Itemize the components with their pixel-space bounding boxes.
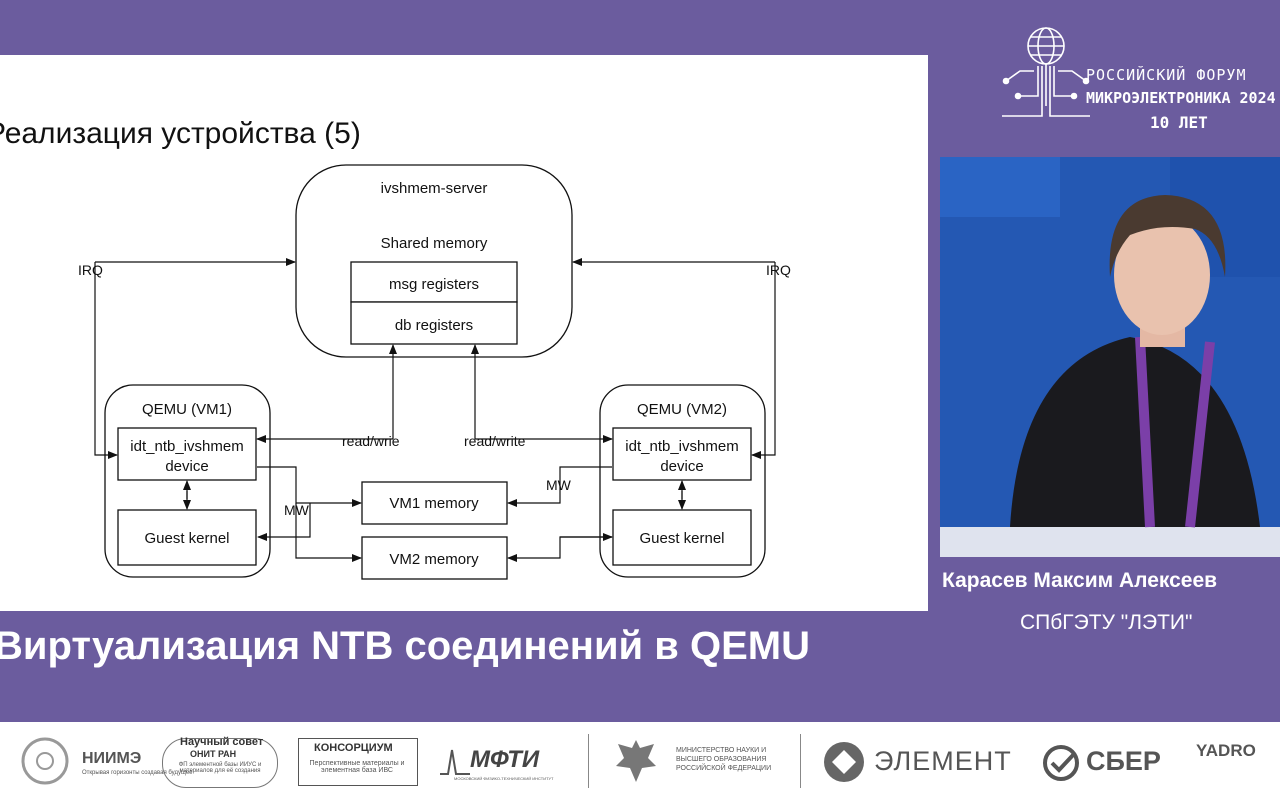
forum-line1: РОССИЙСКИЙ ФОРУМ — [1086, 66, 1247, 84]
db-registers-label: db registers — [395, 317, 473, 334]
mipt-wave-icon — [440, 749, 470, 775]
ministry-name: МИНИСТЕРСТВО НАУКИ И ВЫСШЕГО ОБРАЗОВАНИЯ… — [676, 747, 772, 772]
server-label: ivshmem-server — [381, 180, 488, 197]
mipt-name: МФТИ — [470, 746, 540, 773]
mw-right-arrow — [507, 466, 612, 507]
speaker-illustration — [940, 157, 1280, 557]
consortium-title: КОНСОРЦИУМ — [314, 742, 393, 754]
forum-line3: 10 ЛЕТ — [1150, 113, 1208, 132]
element-name: ЭЛЕМЕНТ — [874, 746, 1012, 776]
footer-divider-2 — [800, 734, 801, 788]
mipt-subtitle: МОСКОВСКИЙ ФИЗИКО-ТЕХНИЧЕСКИЙ ИНСТИТУТ — [454, 776, 554, 781]
msg-registers-label: msg registers — [389, 276, 479, 293]
vm2-guest-kernel-label: Guest kernel — [639, 530, 724, 547]
council-text: ФП элементной базы ИИУС и материалов для… — [178, 762, 262, 774]
db-registers-box — [350, 301, 518, 345]
element-logo-icon — [824, 742, 864, 782]
sixty-years-icon — [21, 737, 69, 785]
irq-right-label: IRQ — [766, 262, 791, 278]
rw-left-label: read/wrie — [342, 433, 400, 449]
slide-title: Реализация устройства (5) — [0, 117, 361, 150]
vm2-kernel-memory-arrow — [507, 536, 612, 562]
vm1-memory-box — [361, 481, 508, 525]
irq-right-down-arrow — [751, 262, 776, 459]
council-badge — [162, 738, 278, 788]
speaker-video — [940, 157, 1280, 557]
sponsor-footer: НИИМЭ Открывая горизонты создавая будуще… — [0, 722, 1280, 800]
mw-right-label: MW — [546, 477, 572, 493]
vm2-device-line1: idt_ntb_ivshmem — [625, 438, 738, 455]
consortium-badge — [298, 738, 418, 786]
niime-name: НИИМЭ — [82, 750, 142, 767]
vm1-device-line1: idt_ntb_ivshmem — [130, 438, 243, 455]
irq-left-down-arrow — [94, 262, 118, 459]
irq-left-label: IRQ — [78, 262, 103, 278]
vm2-memory-label: VM2 memory — [389, 551, 479, 568]
yadro-name: YADRO — [1196, 741, 1256, 760]
niime-tagline: Открывая горизонты создавая будущее — [82, 770, 193, 776]
vm1-device-line2: device — [165, 458, 208, 475]
architecture-diagram: ivshmem-server Shared memory msg registe… — [78, 164, 791, 580]
niime-logo — [20, 736, 70, 791]
globe-circuit-icon — [1002, 27, 1090, 117]
mw-left-label: MW — [284, 502, 310, 518]
council-sub: ОНИТ РАН — [190, 749, 237, 759]
vm1-guest-kernel-label: Guest kernel — [144, 530, 229, 547]
vm2-guest-kernel-box — [612, 509, 752, 566]
vm2-label: QEMU (VM2) — [637, 401, 727, 418]
sber-check-icon — [1043, 745, 1079, 781]
presentation-slide: Реализация устройства (5) ivshmem-server… — [0, 55, 928, 611]
forum-line2: МИКРОЭЛЕКТРОНИКА 2024 — [1086, 89, 1276, 107]
consortium-text: Перспективные материалы и элементная баз… — [309, 760, 405, 774]
speaker-name: Карасев Максим Алексеев — [942, 569, 1218, 592]
shared-memory-label: Shared memory — [381, 235, 488, 252]
eagle-emblem-icon — [616, 740, 656, 782]
vm1-memory-label: VM1 memory — [389, 495, 479, 512]
vm1-kernel-memory-arrow — [270, 503, 311, 538]
sber-name: СБЕР — [1086, 746, 1161, 776]
vm1-guest-kernel-box — [117, 509, 257, 566]
mw-left-arrow — [257, 466, 362, 507]
speaker-organization: СПбГЭТУ "ЛЭТИ" — [1020, 611, 1193, 634]
vm2-device-line2: device — [660, 458, 703, 475]
vm1-label: QEMU (VM1) — [142, 401, 232, 418]
council-title: Научный совет — [180, 736, 264, 748]
rw-right-label: read/write — [464, 433, 526, 449]
talk-title: Виртуализация NTB соединений в QEMU — [0, 624, 810, 668]
footer-divider-1 — [588, 734, 589, 788]
